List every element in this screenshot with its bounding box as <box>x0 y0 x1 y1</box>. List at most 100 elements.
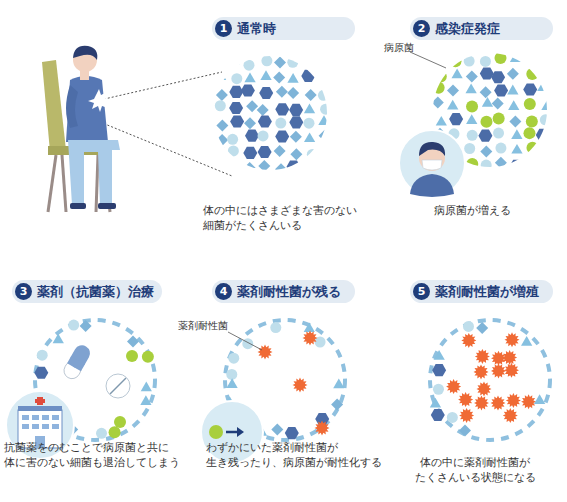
triangle-bacterium <box>304 103 315 113</box>
triangle-bacterium <box>53 333 64 343</box>
step-title: 薬剤耐性菌が残る <box>237 283 341 301</box>
pathogen <box>480 116 492 128</box>
diamond-bacterium <box>276 86 288 98</box>
pathogen <box>114 416 126 428</box>
hexagon-bacterium <box>34 367 48 379</box>
bacteria-group <box>430 320 550 440</box>
diamond-bacterium <box>271 424 283 436</box>
hexagon-bacterium <box>259 87 273 99</box>
resistant-bacterium <box>503 408 518 423</box>
resistant-bacterium <box>446 379 461 394</box>
patient-inset <box>399 130 465 197</box>
diamond-bacterium <box>216 120 228 132</box>
diamond-bacterium <box>246 100 258 112</box>
triangle-bacterium <box>447 100 458 110</box>
diamond-bacterium <box>319 130 331 142</box>
hexagon-bacterium <box>494 85 508 97</box>
step-number: 2 <box>413 20 430 37</box>
triangle-bacterium <box>434 350 445 360</box>
step-number: 1 <box>215 20 232 37</box>
hexagon-bacterium <box>243 147 257 159</box>
step-number: 3 <box>15 283 32 300</box>
round-bacterium <box>463 321 474 332</box>
pathogen <box>494 52 506 64</box>
diamond-bacterium <box>258 160 270 172</box>
medicine <box>61 342 130 398</box>
triangle-bacterium <box>507 85 518 95</box>
triangle-bacterium <box>521 336 532 346</box>
hexagon-bacterium <box>229 86 243 98</box>
round-bacterium <box>287 57 298 68</box>
diamond-bacterium <box>274 145 286 157</box>
step-number: 4 <box>215 283 232 300</box>
hexagon-bacterium <box>510 160 524 172</box>
round-bacterium <box>447 412 458 423</box>
diamond-bacterium <box>432 97 444 109</box>
hexagon-bacterium <box>285 427 299 439</box>
round-bacterium <box>215 100 226 111</box>
triangle-bacterium <box>436 116 447 126</box>
diamond-bacterium <box>331 399 343 411</box>
round-bacterium <box>231 73 242 84</box>
round-bacterium <box>493 128 504 139</box>
step-heading: 3 薬剤（抗菌薬）治療 <box>12 280 162 303</box>
triangle-bacterium <box>466 84 477 94</box>
resistant-bacterium <box>315 421 330 436</box>
round-bacterium <box>227 134 238 145</box>
pathogen <box>526 142 538 154</box>
diamond-bacterium <box>244 117 256 129</box>
step-title: 感染症発症 <box>435 20 500 38</box>
round-bacterium <box>258 130 269 141</box>
triangle-bacterium <box>287 73 298 83</box>
hexagon-bacterium <box>229 102 243 114</box>
pathogen <box>466 158 478 170</box>
triangle-bacterium <box>227 378 238 388</box>
round-bacterium <box>303 118 314 129</box>
round-bacterium <box>68 320 79 331</box>
step-title: 通常時 <box>237 20 276 38</box>
hexagon-bacterium <box>289 116 303 128</box>
step-heading: 2 感染症発症 <box>410 17 553 40</box>
diamond-bacterium <box>480 145 492 157</box>
round-bacterium <box>467 130 478 141</box>
round-bacterium <box>37 350 48 361</box>
hexagon-bacterium <box>491 71 505 83</box>
diamond-bacterium <box>492 97 504 109</box>
triangle-bacterium <box>466 114 477 124</box>
hexagon-bacterium <box>245 130 259 142</box>
triangle-bacterium <box>430 398 441 408</box>
triangle-bacterium <box>141 382 152 392</box>
resistant-bacterium <box>458 392 473 407</box>
resistant-bacterium <box>505 332 520 347</box>
pathogen <box>109 426 121 438</box>
resistant-bacterium <box>474 364 489 379</box>
triangle-bacterium <box>482 97 493 107</box>
resistant-bacterium <box>491 396 506 411</box>
pathogen <box>126 350 138 362</box>
round-bacterium <box>96 428 107 439</box>
round-bacterium <box>495 143 506 154</box>
triangle-bacterium <box>452 69 463 79</box>
step-title: 薬剤（抗菌薬）治療 <box>37 283 154 301</box>
triangle-bacterium <box>511 144 522 154</box>
pathogen <box>449 55 461 67</box>
step-heading: 4 薬剤耐性菌が残る <box>212 280 355 303</box>
step-number: 5 <box>413 283 430 300</box>
pathogen <box>435 71 447 83</box>
resistant-bacterium <box>303 331 318 346</box>
round-bacterium <box>228 353 239 364</box>
diamond-bacterium <box>287 87 299 99</box>
hexagon-bacterium <box>431 409 445 421</box>
diamond-bacterium <box>273 72 285 84</box>
triangle-bacterium <box>537 81 548 91</box>
hexagon-bacterium <box>301 70 315 82</box>
step-title: 薬剤耐性菌が増殖 <box>435 283 539 301</box>
triangle-bacterium <box>511 129 522 139</box>
triangle-bacterium <box>318 115 329 125</box>
triangle-bacterium <box>304 322 315 332</box>
round-bacterium <box>261 55 272 66</box>
round-bacterium <box>480 56 491 67</box>
diamond-bacterium <box>507 68 519 80</box>
hexagon-bacterium <box>230 115 244 127</box>
